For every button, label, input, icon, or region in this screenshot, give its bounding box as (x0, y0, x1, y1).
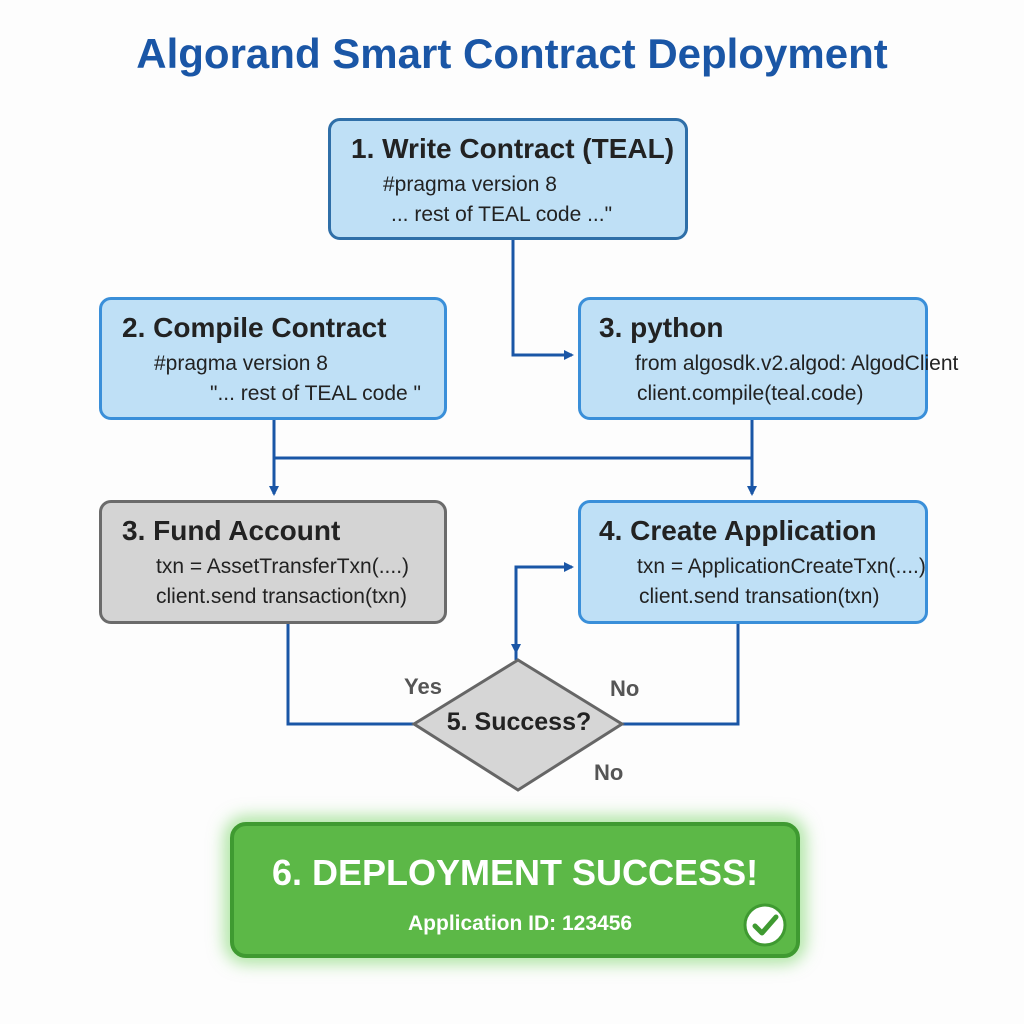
node-create-application: 4. Create Application txn = ApplicationC… (578, 500, 928, 624)
node-title: 1. Write Contract (TEAL) (351, 133, 675, 164)
node-fund-account: 3. Fund Account txn = AssetTransferTxn(.… (99, 500, 447, 624)
success-title: 6. DEPLOYMENT SUCCESS! (272, 852, 759, 893)
node-title: 3. Fund Account (122, 515, 341, 546)
node-title: 2. Compile Contract (122, 312, 387, 343)
connector-fund-to-decision (286, 624, 414, 726)
node-write-contract: 1. Write Contract (TEAL) #pragma version… (328, 118, 688, 240)
node-compile-contract: 2. Compile Contract #pragma version 8 ".… (99, 297, 447, 420)
node-code-line: client.send transaction(txn) (156, 585, 407, 608)
check-circle-icon (743, 903, 787, 947)
node-code-line: client.compile(teal.code) (637, 382, 864, 405)
no-label-bottom: No (594, 760, 624, 785)
node-code-line: from algosdk.v2.algod: AlgodClient (635, 352, 959, 375)
application-id: Application ID: 123456 (408, 912, 633, 935)
node-code-line: ... rest of TEAL code ..." (391, 203, 613, 226)
connector-create-to-decision (622, 624, 740, 726)
node-code-line: client.send transation(txn) (639, 585, 880, 608)
decision-label: 5. Success? (446, 708, 592, 736)
arrow-write-to-python (511, 240, 574, 360)
node-code-line: txn = ApplicationCreateTxn(....) (637, 555, 926, 578)
node-python: 3. python from algosdk.v2.algod: AlgodCl… (578, 297, 958, 420)
page-title: Algorand Smart Contract Deployment (136, 30, 888, 77)
arrow-decision-to-create (514, 562, 574, 660)
node-title: 3. python (599, 312, 724, 343)
node-code-line: #pragma version 8 (383, 173, 557, 196)
no-label-top: No (610, 676, 640, 701)
decision-diamond (411, 658, 625, 792)
yes-label: Yes (404, 674, 442, 699)
node-code-line: "... rest of TEAL code " (210, 382, 422, 405)
node-code-line: txn = AssetTransferTxn(....) (156, 555, 410, 578)
node-code-line: #pragma version 8 (154, 352, 328, 375)
node-deployment-success: 6. DEPLOYMENT SUCCESS! Application ID: 1… (230, 822, 800, 958)
node-title: 4. Create Application (599, 515, 877, 546)
